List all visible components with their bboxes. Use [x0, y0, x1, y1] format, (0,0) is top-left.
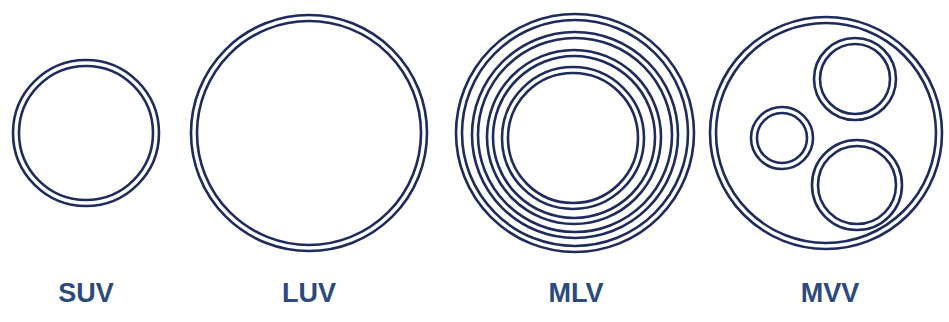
mvv-vesicle — [710, 17, 942, 249]
vesicle-type-label: LUV — [282, 278, 336, 309]
suv-vesicle — [13, 60, 159, 206]
vesicle-type-label: MVV — [801, 278, 860, 309]
vesicle-type-label: SUV — [58, 278, 114, 309]
luv-vesicle — [191, 15, 427, 251]
mlv-vesicle — [456, 14, 694, 252]
vesicle-type-label: MLV — [549, 278, 604, 309]
